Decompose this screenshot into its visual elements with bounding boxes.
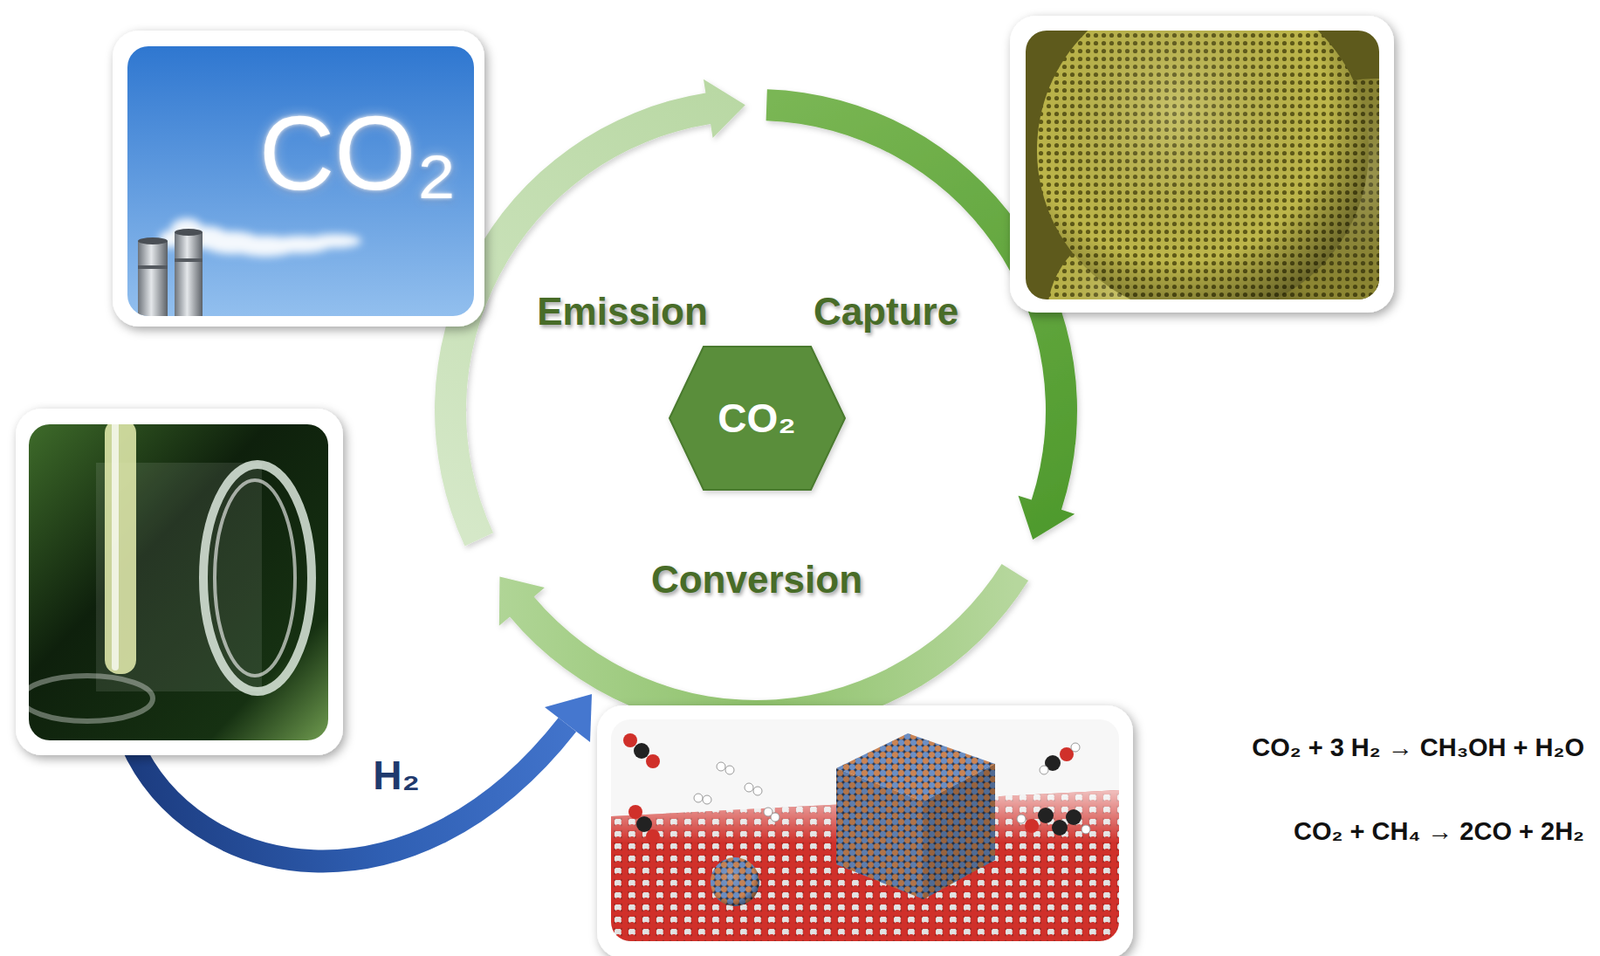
flow-label: H₂: [372, 752, 420, 799]
label-text: Conversion: [651, 557, 863, 601]
reaction-equation: CO₂ + 3 H₂ → CH₃OH + H₂O: [1251, 733, 1585, 763]
cycle-arrows: [434, 79, 1078, 732]
stage-label: Emission: [536, 289, 708, 335]
label-text: CO₂ + CH₄ → 2CO + 2H₂: [1293, 817, 1585, 845]
hydrogen-photo: [15, 408, 344, 756]
node-text: CO₂: [717, 395, 796, 442]
label-text: Capture: [813, 289, 959, 333]
label-text: CO₂: [259, 94, 458, 212]
capture-photo: [1009, 0, 1506, 402]
label-text: CO₂ + 3 H₂ → CH₃OH + H₂O: [1251, 733, 1585, 762]
emission-photo: [112, 30, 485, 327]
label-text: Emission: [536, 289, 708, 333]
label-text: H₂: [372, 752, 420, 798]
smoke-text: CO₂: [259, 92, 458, 213]
catalyst-photo: [597, 705, 1134, 956]
hexagon-node: CO₂: [667, 344, 847, 492]
stage-label: Capture: [813, 289, 959, 335]
stage-label: Conversion: [651, 557, 863, 603]
reaction-equation: CO₂ + CH₄ → 2CO + 2H₂: [1293, 817, 1585, 846]
